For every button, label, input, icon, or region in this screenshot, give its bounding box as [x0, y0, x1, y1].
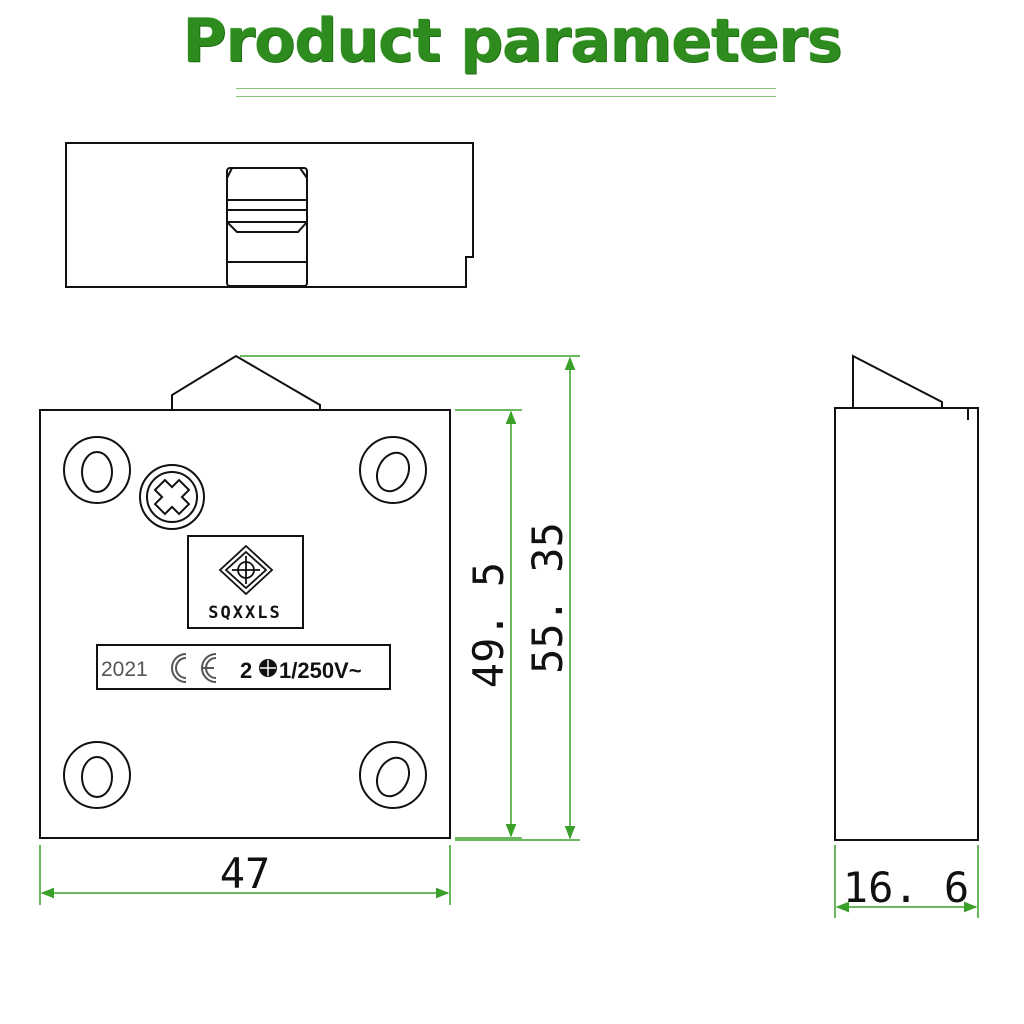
top-view-latch — [226, 167, 308, 287]
top-view-body — [65, 142, 474, 288]
front-view-latch-tip — [171, 354, 321, 410]
side-view-latch-tip — [852, 354, 943, 408]
top-view — [65, 142, 474, 288]
front-view-body — [39, 409, 451, 839]
mounting-hole — [63, 436, 131, 504]
brand-name: SQXXLS — [208, 603, 281, 623]
dim-width-value: 47 — [220, 849, 271, 898]
ce-mark-icon — [171, 653, 217, 683]
dim-inner-height-value: 49. 5 — [464, 562, 513, 688]
side-view — [834, 354, 979, 841]
front-view — [39, 354, 451, 839]
page-title: Product parameters — [182, 6, 843, 76]
dim-depth-value: 16. 6 — [843, 863, 969, 912]
side-view-body — [834, 407, 979, 841]
top-view-latch-cap — [226, 167, 308, 201]
label-year: 2021 — [101, 658, 148, 681]
title-underline-top — [236, 88, 776, 89]
mounting-hole — [63, 741, 131, 809]
rating-prefix: 2 — [240, 658, 252, 683]
phillips-screw-icon — [139, 464, 205, 530]
dimension-lines — [39, 355, 979, 918]
brand-logo-icon — [218, 544, 274, 596]
brand-label-plate — [187, 535, 304, 629]
title-underline-bottom — [236, 96, 776, 97]
ground-symbol-icon — [259, 659, 277, 677]
rating-suffix: 1/250V~ — [279, 658, 362, 683]
rating-label-plate — [96, 644, 391, 690]
mounting-hole — [359, 436, 427, 504]
mounting-hole — [359, 741, 427, 809]
dim-total-height-value: 55. 35 — [523, 522, 572, 674]
